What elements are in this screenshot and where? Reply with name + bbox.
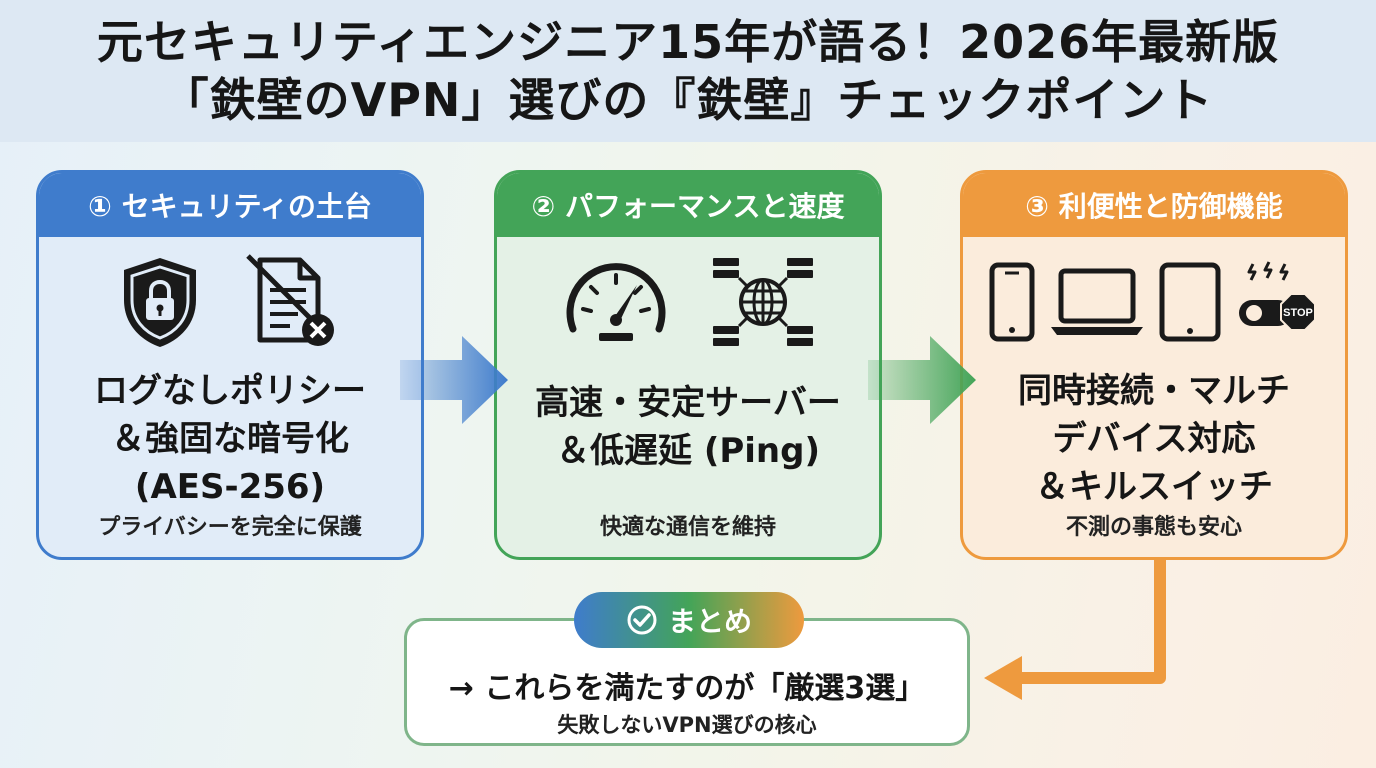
card-sub-text: プライバシーを完全に保護 xyxy=(98,515,362,540)
card-sub-text: 快適な通信を維持 xyxy=(599,515,776,540)
summary-main-text: → これらを満たすのが「厳選3選」 xyxy=(448,671,926,706)
smartphone-icon xyxy=(989,262,1035,342)
kill-switch-icon: STOP xyxy=(1239,261,1316,331)
card-convenience-defense: ③ 利便性と防御機能 STOP 同時接続・マルチ デバイス対応 ＆キル xyxy=(960,170,1348,560)
card-main-text: ログなしポリシー ＆強固な暗号化 (AES-256) xyxy=(94,371,366,507)
card-icons: STOP xyxy=(963,237,1345,367)
summary-badge-label: まとめ xyxy=(667,605,752,638)
connector-arrow-icon xyxy=(984,560,1166,700)
card-icons xyxy=(497,237,879,367)
laptop-icon xyxy=(1051,268,1143,335)
global-server-network-icon xyxy=(713,258,813,346)
tablet-icon xyxy=(1159,262,1221,342)
arrow-right-icon xyxy=(400,336,508,424)
title-banner: 元セキュリティエンジニア15年が語る！2026年最新版 「鉄壁のVPN」選びの『… xyxy=(0,0,1376,142)
card-performance-speed: ② パフォーマンスと速度 xyxy=(494,170,882,560)
card-icons xyxy=(39,237,421,367)
card-main-text: 同時接続・マルチ デバイス対応 ＆キルスイッチ xyxy=(1018,371,1290,507)
no-log-document-icon xyxy=(246,254,334,346)
card-header: ① セキュリティの土台 xyxy=(39,173,421,237)
title-line-1: 元セキュリティエンジニア15年が語る！2026年最新版 xyxy=(96,15,1280,69)
card-header: ③ 利便性と防御機能 xyxy=(963,173,1345,237)
card-main-text: 高速・安定サーバー ＆低遅延 (Ping) xyxy=(535,383,841,471)
speedometer-icon xyxy=(566,263,666,341)
card-sub-text: 不測の事態も安心 xyxy=(1065,515,1242,540)
summary-sub-text: 失敗しないVPN選びの核心 xyxy=(557,713,817,737)
card-header: ② パフォーマンスと速度 xyxy=(497,173,879,237)
arrow-right-icon xyxy=(868,336,976,424)
stop-label: STOP xyxy=(1283,307,1313,319)
shield-lock-icon xyxy=(124,258,196,347)
card-security-foundation: ① セキュリティの土台 ログなしポリシー ＆強固な暗号化 (AES-256) プ… xyxy=(36,170,424,560)
title-line-2: 「鉄壁のVPN」選びの『鉄壁』チェックポイント xyxy=(162,73,1214,127)
check-circle-icon xyxy=(627,605,657,635)
summary-badge: まとめ xyxy=(574,592,804,648)
